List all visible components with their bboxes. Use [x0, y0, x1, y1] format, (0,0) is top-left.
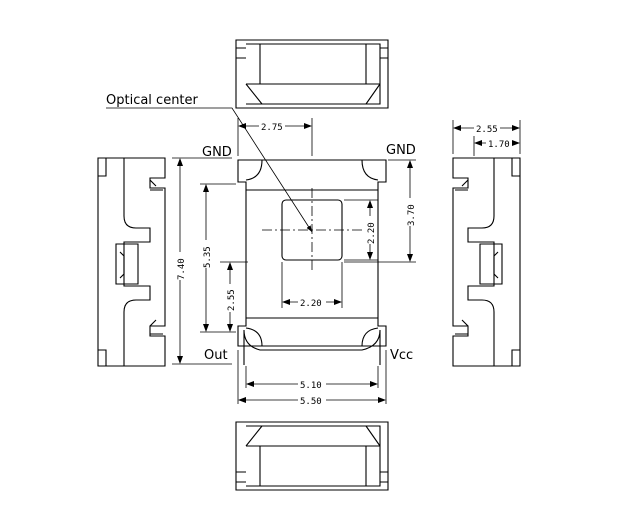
left-side-view — [97, 157, 166, 367]
front-view — [237, 159, 387, 365]
dim-5-35: 5.35 — [203, 246, 213, 268]
dim-5-10: 5.10 — [300, 381, 322, 391]
dim-2-55-vertical: 2.55 — [227, 289, 237, 311]
gnd-right-label: GND — [386, 143, 416, 158]
optical-center-leader — [106, 107, 313, 233]
out-label: Out — [204, 348, 228, 363]
dim-3-70: 3.70 — [407, 204, 417, 226]
optical-center-label: Optical center — [106, 93, 199, 108]
bottom-view — [235, 421, 389, 491]
dim-1-70: 1.70 — [488, 140, 510, 150]
dim-2-75: 2.75 — [261, 123, 283, 133]
vcc-label: Vcc — [390, 348, 413, 363]
gnd-left-label: GND — [202, 145, 232, 160]
dim-5-50: 5.50 — [300, 397, 322, 407]
right-side-view — [452, 157, 521, 367]
dim-7-40: 7.40 — [177, 258, 187, 280]
pin-labels: Optical center GND GND Out Vcc — [106, 93, 416, 363]
dimension-values: 2.75 7.40 5.35 2.55 2.20 2.20 3.70 5.10 … — [174, 120, 512, 407]
top-view — [235, 39, 389, 109]
dim-2-20-horizontal: 2.20 — [300, 299, 322, 309]
dim-2-20-vertical: 2.20 — [367, 222, 377, 244]
dim-2-55-side: 2.55 — [476, 125, 498, 135]
